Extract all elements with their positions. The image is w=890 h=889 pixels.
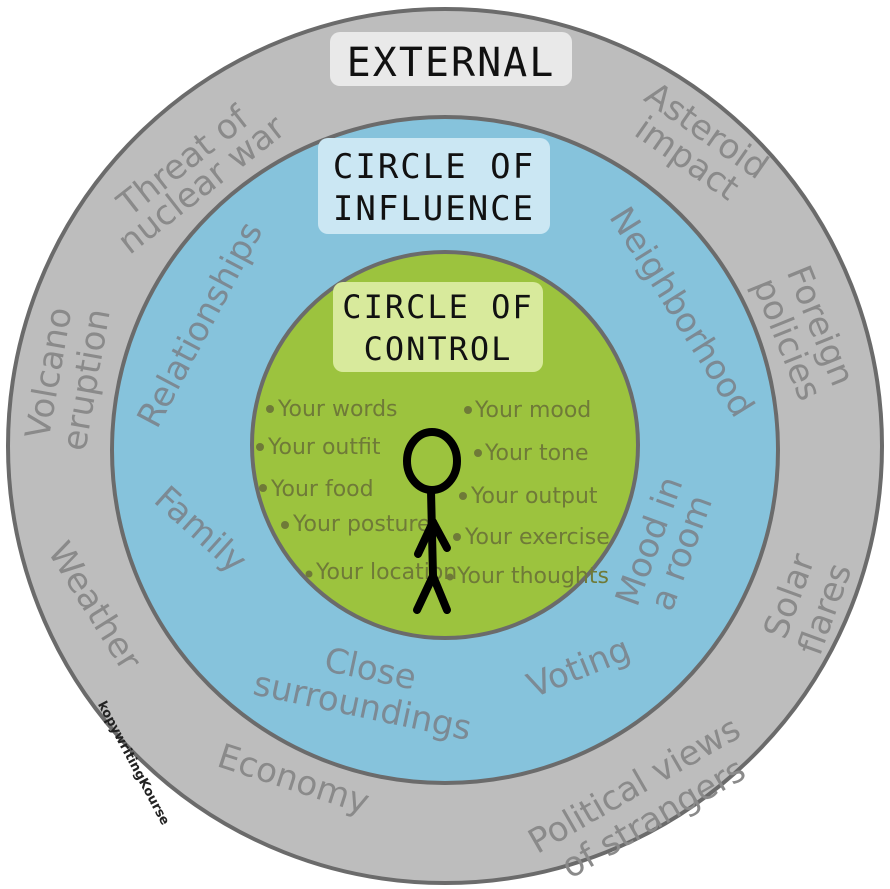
- external-title-box: [330, 32, 572, 86]
- influence-title-line2: INFLUENCE: [333, 189, 535, 229]
- control-item-your-output: Your output: [470, 484, 598, 509]
- control-item-your-outfit: Your outfit: [267, 435, 381, 460]
- control-item-your-words: Your words: [277, 397, 398, 422]
- control-item-your-mood: Your mood: [474, 398, 591, 423]
- control-title-box: [333, 282, 543, 372]
- control-title-line1: CIRCLE OF: [342, 288, 533, 326]
- control-item-your-exercise: Your exercise: [464, 525, 610, 550]
- solar-label: Solar flares: [756, 549, 860, 661]
- external-title: EXTERNAL: [347, 40, 556, 86]
- influence-title-line1: CIRCLE OF: [333, 147, 535, 187]
- control-item-your-posture: Your posture: [292, 512, 431, 537]
- control-title-line2: CONTROL: [364, 330, 513, 368]
- control-item-your-thoughts: Your thoughts: [456, 564, 609, 589]
- control-right-list: Your mood Your tone Your output Your exe…: [446, 398, 610, 589]
- control-item-your-tone: Your tone: [484, 441, 589, 466]
- control-item-your-food: Your food: [270, 477, 374, 502]
- influence-title-box: [318, 138, 550, 234]
- stick-figure-icon: [403, 428, 461, 614]
